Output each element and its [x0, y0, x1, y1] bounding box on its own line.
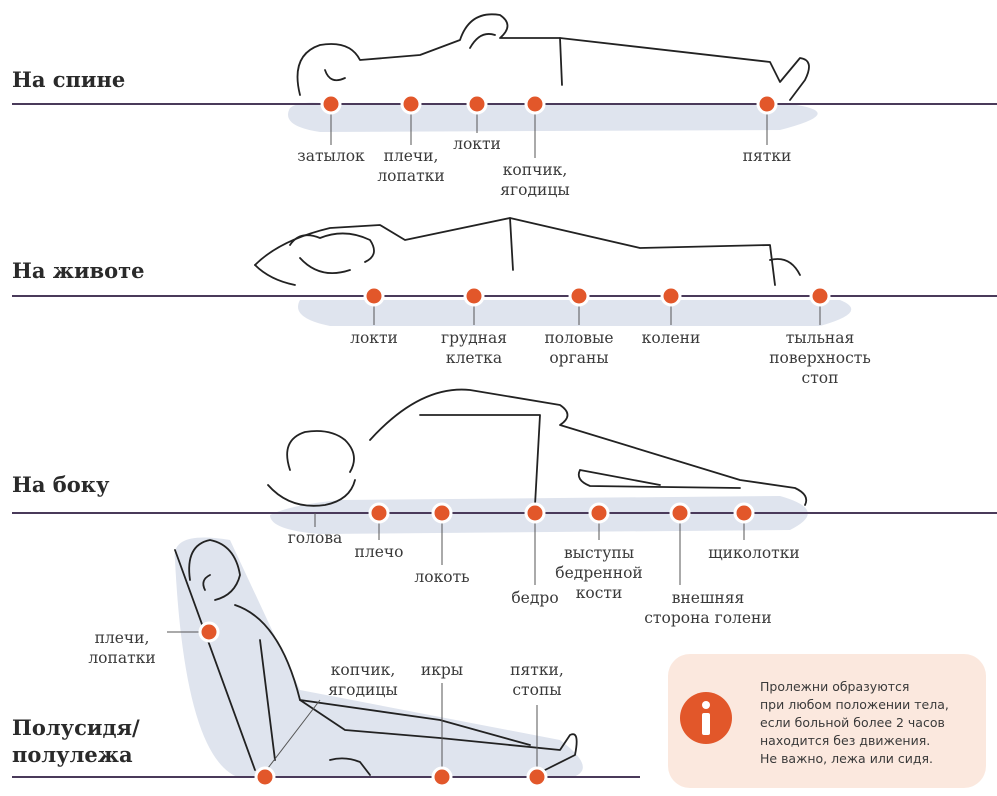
label-supine-coccyx: копчик, ягодицы	[485, 160, 585, 200]
section-title-prone: На животе	[12, 258, 145, 283]
pressure-point-side-1	[370, 504, 388, 522]
label-side-shoulder: плечо	[339, 542, 419, 562]
info-line-5: Не важно, лежа или сидя.	[760, 750, 984, 768]
prone-head	[255, 233, 374, 285]
pressure-point-supine-4	[758, 95, 776, 113]
pressure-point-side-6	[735, 504, 753, 522]
info-line-1: Пролежни образуются	[760, 678, 984, 696]
label-semi-shoulders: плечи, лопатки	[77, 628, 167, 668]
label-semi-heels: пятки, стопы	[492, 660, 582, 700]
label-prone-feet: тыльная поверхность стоп	[760, 328, 880, 388]
section-title-side: На боку	[12, 472, 109, 497]
info-line-3: если больной более 2 часов	[760, 714, 984, 732]
info-line-2: при любом положении тела,	[760, 696, 984, 714]
pressure-point-semi-2	[433, 768, 451, 786]
pressure-point-supine-3	[526, 95, 544, 113]
pressure-point-prone-4	[811, 287, 829, 305]
pressure-point-side-4	[590, 504, 608, 522]
pressure-point-prone-0	[365, 287, 383, 305]
info-text: Пролежни образуются при любом положении …	[760, 678, 984, 768]
label-side-elbow: локоть	[397, 567, 487, 587]
pressure-point-side-3	[526, 504, 544, 522]
label-side-ankles: щиколотки	[694, 543, 814, 563]
info-line-4: находится без движения.	[760, 732, 984, 750]
section-title-supine: На спине	[12, 67, 125, 92]
supine-shadow	[288, 103, 818, 132]
pressure-point-semi-3	[528, 768, 546, 786]
pressure-point-side-5	[671, 504, 689, 522]
info-icon-dot	[702, 701, 710, 709]
label-prone-knees: колени	[626, 328, 716, 348]
supine-body-outline	[298, 14, 810, 100]
pressure-point-side-2	[433, 504, 451, 522]
supine-face	[325, 70, 345, 80]
label-supine-heels: пятки	[727, 146, 807, 166]
pressure-point-semi-1	[256, 768, 274, 786]
label-prone-chest: грудная клетка	[424, 328, 524, 368]
label-prone-genitals: половые органы	[529, 328, 629, 368]
pressure-point-prone-3	[662, 287, 680, 305]
pressure-point-prone-1	[465, 287, 483, 305]
prone-arm	[510, 218, 513, 270]
section-title-semi: Полусидя/ полулежа	[12, 714, 140, 768]
pressure-point-semi-0	[200, 623, 218, 641]
pressure-point-supine-0	[322, 95, 340, 113]
label-semi-coccyx: копчик, ягодицы	[308, 660, 418, 700]
label-semi-calves: икры	[412, 660, 472, 680]
info-icon-bar	[702, 713, 710, 735]
label-prone-elbows: локти	[334, 328, 414, 348]
side-head	[268, 431, 355, 506]
label-supine-elbows: локти	[437, 134, 517, 154]
label-side-shin: внешняя сторона голени	[628, 588, 788, 628]
info-icon	[680, 692, 732, 744]
pressure-point-prone-2	[570, 287, 588, 305]
pressure-point-supine-1	[402, 95, 420, 113]
prone-body-outline	[255, 218, 800, 285]
supine-arm	[470, 34, 562, 85]
pressure-point-supine-2	[468, 95, 486, 113]
